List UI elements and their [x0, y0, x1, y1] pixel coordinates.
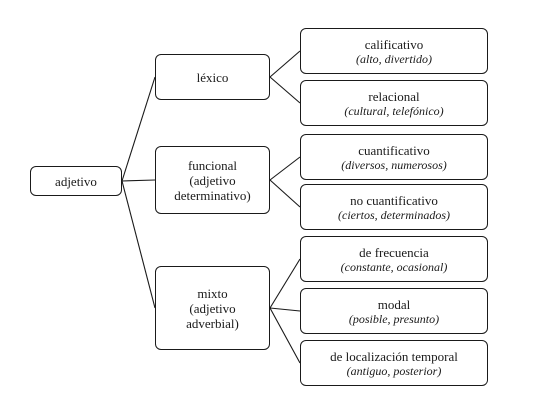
node-lexico: léxico	[155, 54, 270, 100]
node-funcional-line-3: determinativo)	[174, 187, 251, 203]
node-adjetivo: adjetivo	[30, 166, 122, 196]
node-de-localizacion-temporal: de localización temporal (antiguo, poste…	[300, 340, 488, 386]
connector-lexico-relacional	[269, 76, 301, 104]
node-modal-label: modal	[377, 296, 411, 312]
connector-mixto-modal	[269, 307, 301, 312]
connector-mixto-localizacion	[269, 307, 301, 364]
node-no-cuantificativo: no cuantificativo (ciertos, determinados…	[300, 184, 488, 230]
node-mixto-line-3: adverbial)	[186, 315, 239, 331]
node-de-frecuencia: de frecuencia (constante, ocasional)	[300, 236, 488, 282]
connector-funcional-no-cuantificativo	[269, 179, 301, 208]
node-calificativo: calificativo (alto, divertido)	[300, 28, 488, 74]
node-lexico-label: léxico	[196, 69, 229, 85]
node-adjetivo-label: adjetivo	[55, 173, 97, 189]
node-funcional-line-1: funcional	[187, 157, 238, 173]
node-relacional-examples: (cultural, telefónico)	[344, 103, 444, 118]
node-no-cuantificativo-label: no cuantificativo	[350, 192, 438, 208]
node-de-frecuencia-label: de frecuencia	[359, 244, 429, 260]
node-mixto-line-1: mixto	[197, 285, 228, 301]
node-cuantificativo-label: cuantificativo	[358, 142, 430, 158]
node-mixto-line-2: (adjetivo	[189, 300, 236, 316]
node-relacional-label: relacional	[368, 88, 420, 104]
connector-lexico-calificativo	[269, 50, 301, 78]
node-de-localizacion-temporal-label: de localización temporal	[330, 348, 458, 364]
node-modal-examples: (posible, presunto)	[348, 311, 440, 326]
node-calificativo-label: calificativo	[364, 36, 424, 52]
node-de-frecuencia-examples: (constante, ocasional)	[340, 259, 448, 274]
connector-funcional-cuantificativo	[269, 156, 301, 181]
connector-mixto-frecuencia	[269, 258, 301, 309]
connector-root-lexico	[121, 76, 156, 182]
node-modal: modal (posible, presunto)	[300, 288, 488, 334]
node-funcional: funcional (adjetivo determinativo)	[155, 146, 270, 214]
node-calificativo-examples: (alto, divertido)	[356, 51, 432, 66]
connector-root-funcional	[121, 179, 156, 182]
node-de-localizacion-temporal-examples: (antiguo, posterior)	[346, 363, 442, 378]
node-cuantificativo-examples: (diversos, numerosos)	[341, 157, 447, 172]
connector-root-mixto	[121, 180, 156, 309]
node-funcional-line-2: (adjetivo	[189, 172, 236, 188]
node-cuantificativo: cuantificativo (diversos, numerosos)	[300, 134, 488, 180]
node-mixto: mixto (adjetivo adverbial)	[155, 266, 270, 350]
node-relacional: relacional (cultural, telefónico)	[300, 80, 488, 126]
node-no-cuantificativo-examples: (ciertos, determinados)	[338, 207, 450, 222]
